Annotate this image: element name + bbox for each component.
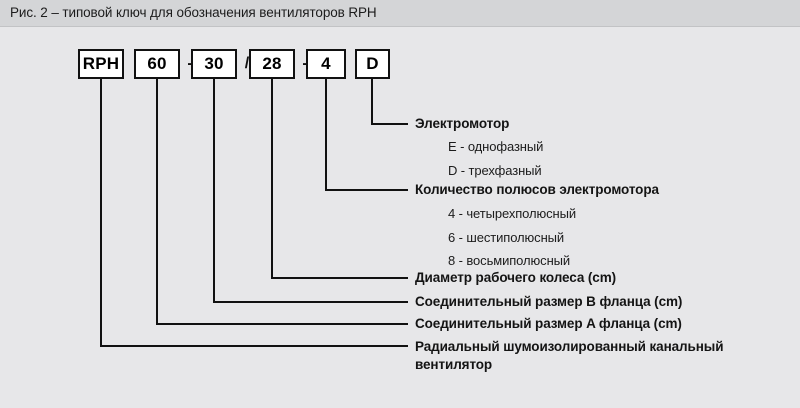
legend-option-poles-6: 6 - шестиполюсный xyxy=(448,230,565,245)
legend-label-flange-a: Соединительный размер A фланца (cm) xyxy=(415,316,682,331)
leader-vertical-flange-a xyxy=(156,79,158,325)
legend-option-poles-8: 8 - восьмиполюсный xyxy=(448,253,571,268)
figure-header-bar: Рис. 2 – типовой ключ для обозначения ве… xyxy=(0,0,800,27)
code-box-flange-b[interactable]: 30 xyxy=(191,49,237,79)
leader-horizontal-flange-b xyxy=(213,301,408,303)
legend-label-poles: Количество полюсов электромотора xyxy=(415,182,659,197)
leader-horizontal-poles xyxy=(325,189,408,191)
separator-dash-1: - xyxy=(187,55,193,72)
legend-option-motor-d: D - трехфазный xyxy=(448,163,542,178)
legend-label-flange-b: Соединительный размер B фланца (cm) xyxy=(415,294,683,309)
legend-label-impeller: Диаметр рабочего колеса (cm) xyxy=(415,270,616,285)
legend-option-motor-e: E - однофазный xyxy=(448,139,544,154)
legend-label-motor: Электромотор xyxy=(415,116,510,131)
leader-vertical-impeller xyxy=(271,79,273,279)
legend-option-poles-4: 4 - четырехполюсный xyxy=(448,206,577,221)
code-box-motor[interactable]: D xyxy=(355,49,390,79)
code-box-series[interactable]: RPH xyxy=(78,49,124,79)
code-box-poles[interactable]: 4 xyxy=(306,49,346,79)
leader-horizontal-impeller xyxy=(271,277,408,279)
leader-vertical-series xyxy=(100,79,102,347)
figure-caption: Рис. 2 – типовой ключ для обозначения ве… xyxy=(10,5,377,20)
leader-horizontal-motor xyxy=(371,123,408,125)
leader-horizontal-series xyxy=(100,345,408,347)
leader-horizontal-flange-a xyxy=(156,323,408,325)
code-box-impeller[interactable]: 28 xyxy=(249,49,295,79)
code-box-flange-a[interactable]: 60 xyxy=(134,49,180,79)
legend-label-series: Радиальный шумоизолированный канальный в… xyxy=(415,339,724,372)
leader-vertical-flange-b xyxy=(213,79,215,303)
leader-vertical-motor xyxy=(371,79,373,125)
leader-vertical-poles xyxy=(325,79,327,191)
separator-slash-1: / xyxy=(244,55,250,72)
separator-dash-2: - xyxy=(302,55,308,72)
